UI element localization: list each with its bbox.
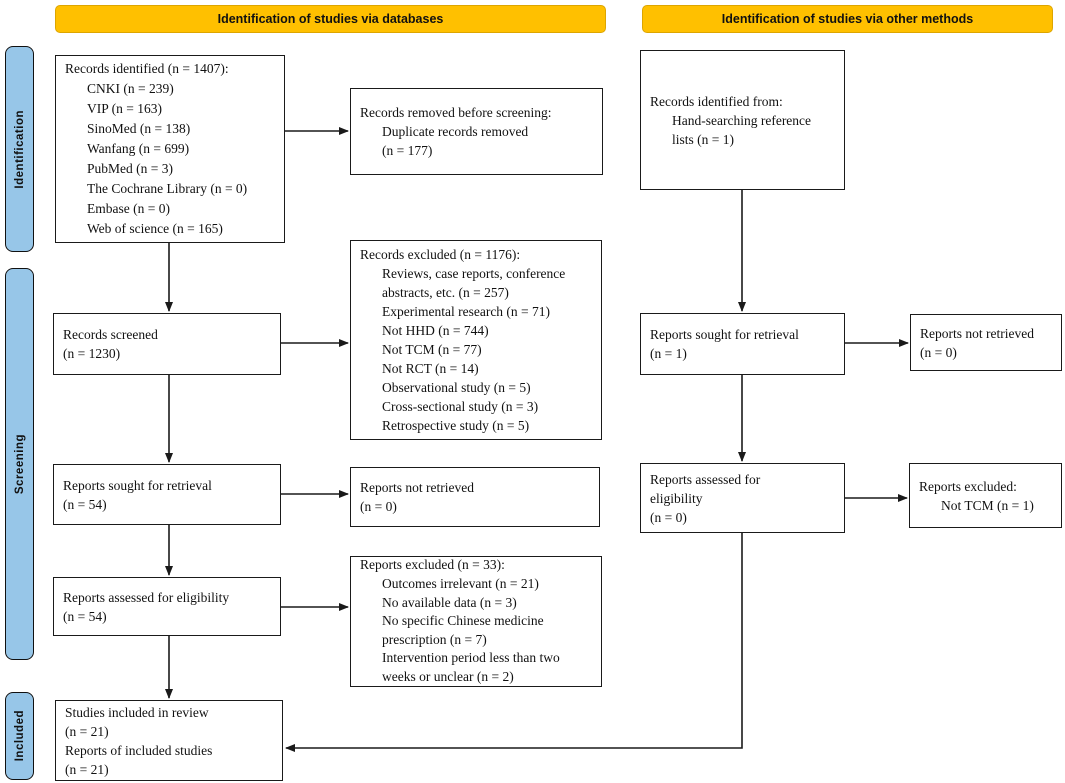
box-line: Reports not retrieved: [360, 480, 474, 495]
box-line: lists (n = 1): [672, 131, 734, 147]
box-line: No available data (n = 3): [382, 594, 517, 610]
box-reports-sought-other: Reports sought for retrieval (n = 1): [640, 313, 845, 375]
box-reports-not-retrieved-databases: Reports not retrieved (n = 0): [350, 467, 600, 527]
box-line: (n = 0): [650, 509, 687, 525]
box-line: Experimental research (n = 71): [382, 304, 551, 319]
box-reports-excluded-other: Reports excluded: Not TCM (n = 1): [909, 463, 1062, 528]
box-reports-excluded-databases: Reports excluded (n = 33): Outcomes irrel…: [350, 556, 602, 687]
box-line: Web of science (n = 165): [87, 221, 223, 236]
box-line: Reports sought for retrieval: [650, 327, 799, 342]
box-line: (n = 21): [65, 723, 109, 739]
box-line: Not RCT (n = 14): [382, 361, 479, 376]
box-line: Reports sought for retrieval: [63, 477, 212, 493]
header-databases-label: Identification of studies via databases: [217, 12, 444, 26]
box-line: Duplicate records removed: [382, 124, 529, 139]
box-line: (n = 0): [360, 499, 397, 514]
box-line: Records identified (n = 1407):: [65, 61, 229, 76]
box-line: Reports excluded (n = 33):: [360, 557, 505, 573]
box-line: Reports assessed for eligibility: [63, 589, 230, 605]
box-line: Outcomes irrelevant (n = 21): [382, 576, 539, 592]
box-line: Records identified from:: [650, 93, 783, 109]
box-records-removed: Records removed before screening: Duplica…: [350, 88, 603, 175]
box-line: Not HHD (n = 744): [382, 323, 489, 338]
box-line: Cross-sectional study (n = 3): [382, 399, 539, 414]
box-line: Hand-searching reference: [672, 112, 812, 128]
box-line: eligibility: [650, 490, 703, 506]
box-line: Reports excluded:: [919, 478, 1017, 494]
stage-identification: Identification: [5, 46, 34, 252]
header-databases: Identification of studies via databases: [55, 5, 606, 33]
box-line: Intervention period less than two: [382, 650, 560, 666]
box-line: (n = 0): [920, 344, 957, 360]
box-line: prescription (n = 7): [382, 631, 487, 647]
stage-included-label: Included: [13, 710, 26, 762]
header-other-methods-label: Identification of studies via other meth…: [721, 12, 974, 26]
stage-included: Included: [5, 692, 34, 780]
box-line: CNKI (n = 239): [87, 81, 174, 96]
box-line: (n = 1230): [63, 346, 121, 361]
box-line: SinoMed (n = 138): [87, 121, 191, 136]
box-line: Records removed before screening:: [360, 105, 552, 120]
box-line: Embase (n = 0): [87, 201, 170, 216]
box-line: (n = 54): [63, 496, 107, 512]
box-line: Reports assessed for: [650, 471, 761, 487]
box-line: Records screened: [63, 327, 158, 342]
box-studies-included: Studies included in review (n = 21) Report…: [55, 700, 283, 781]
box-line: The Cochrane Library (n = 0): [87, 181, 248, 196]
box-line: Not TCM (n = 77): [382, 342, 482, 357]
box-line: No specific Chinese medicine: [382, 613, 544, 629]
header-other-methods: Identification of studies via other meth…: [642, 5, 1053, 33]
box-line: (n = 1): [650, 346, 687, 361]
box-line: Reports not retrieved: [920, 325, 1034, 341]
box-line: weeks or unclear (n = 2): [382, 668, 514, 684]
stage-screening: Screening: [5, 268, 34, 660]
box-reports-not-retrieved-other: Reports not retrieved (n = 0): [910, 314, 1062, 371]
box-line: Observational study (n = 5): [382, 380, 531, 395]
box-reports-assessed-other: Reports assessed for eligibility (n = 0): [640, 463, 845, 533]
box-line: Wanfang (n = 699): [87, 141, 190, 156]
box-line: Studies included in review: [65, 704, 209, 720]
stage-identification-label: Identification: [13, 109, 26, 189]
box-records-excluded: Records excluded (n = 1176): Reviews, cas…: [350, 240, 602, 440]
box-records-identified-other: Records identified from: Hand-searching r…: [640, 50, 845, 190]
box-line: (n = 54): [63, 608, 107, 624]
box-line: Not TCM (n = 1): [941, 497, 1034, 513]
box-records-identified: Records identified (n = 1407): CNKI (n = …: [55, 55, 285, 243]
box-line: Retrospective study (n = 5): [382, 418, 530, 433]
box-line: (n = 21): [65, 761, 109, 777]
box-line: abstracts, etc. (n = 257): [382, 285, 509, 300]
box-reports-assessed-databases: Reports assessed for eligibility (n = 54): [53, 577, 281, 636]
box-line: Records excluded (n = 1176):: [360, 247, 521, 262]
box-line: VIP (n = 163): [87, 101, 162, 116]
box-line: Reports of included studies: [65, 742, 213, 758]
box-records-screened: Records screened (n = 1230): [53, 313, 281, 375]
box-line: (n = 177): [382, 143, 433, 158]
box-line: Reviews, case reports, conference: [382, 266, 566, 281]
box-line: PubMed (n = 3): [87, 161, 173, 176]
box-reports-sought-databases: Reports sought for retrieval (n = 54): [53, 464, 281, 525]
stage-screening-label: Screening: [13, 433, 26, 495]
